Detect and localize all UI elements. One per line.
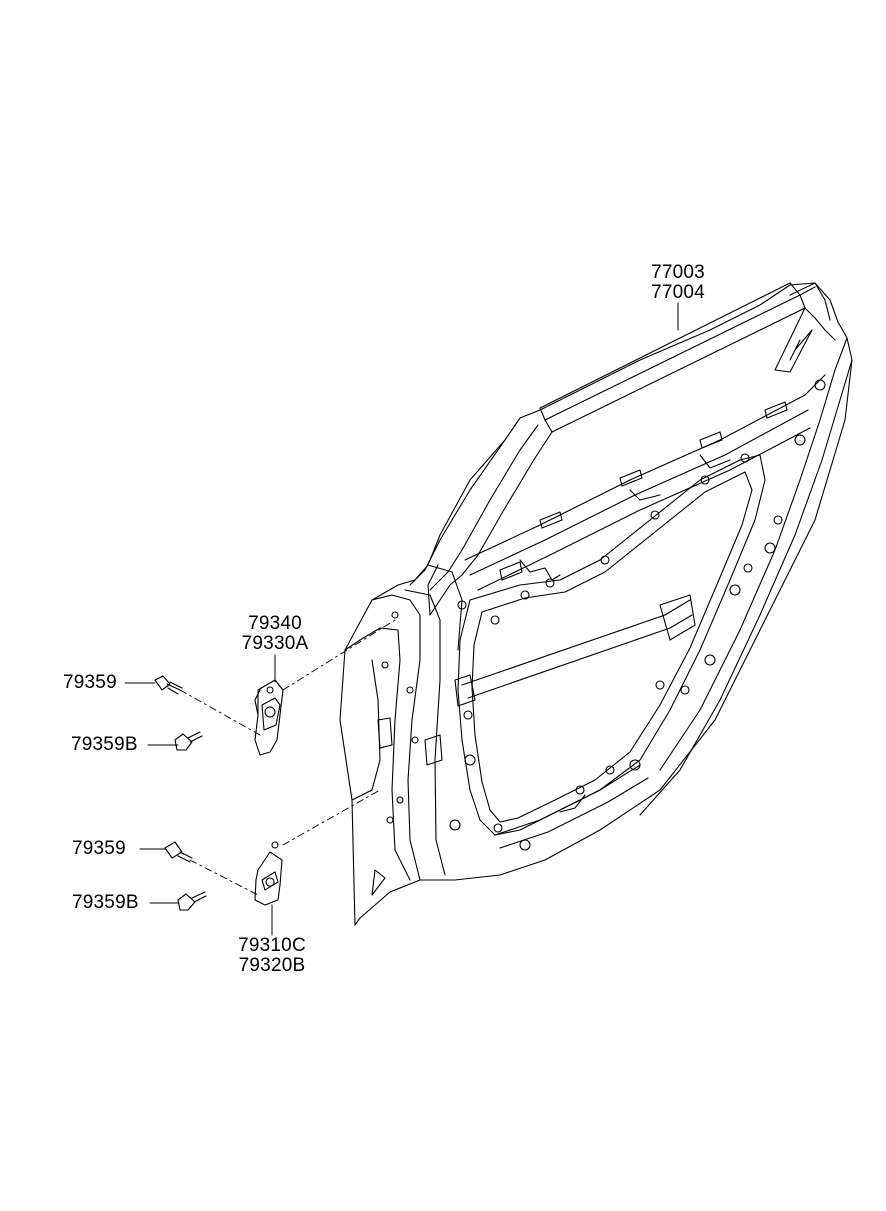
upper-hinge: [254, 679, 284, 756]
callout-upper-hinge-line1: 79340: [248, 613, 302, 634]
callout-door-panel-line1: 77003: [651, 262, 705, 283]
lower-hinge-bolt-top: [164, 841, 193, 863]
callout-upper-hinge-line2: 79330A: [241, 633, 309, 654]
callout-lower-bolt-bottom: 79359B: [72, 892, 139, 913]
lower-hinge: [254, 841, 283, 906]
assembly-guide-lines: [179, 619, 396, 896]
callout-lower-hinge-line2: 79320B: [238, 955, 306, 976]
leader-lines: [124, 302, 679, 936]
upper-hinge-bolt-top: [154, 675, 183, 695]
callout-door-panel-line2: 77004: [651, 282, 705, 303]
callout-upper-bolt-bottom: 79359B: [71, 734, 138, 755]
callout-door-panel: 77003 77004: [630, 263, 726, 303]
upper-hinge-bolt-bottom: [174, 731, 203, 751]
rear-door-panel: [339, 282, 853, 926]
callout-lower-bolt-top: 79359: [72, 838, 126, 859]
callout-lower-hinge-line1: 79310C: [238, 935, 306, 956]
lower-hinge-bolt-bottom: [177, 891, 207, 911]
callout-upper-hinge: 79340 79330A: [228, 614, 322, 654]
callout-lower-hinge: 79310C 79320B: [224, 936, 320, 976]
callout-upper-bolt-top: 79359: [63, 672, 117, 693]
